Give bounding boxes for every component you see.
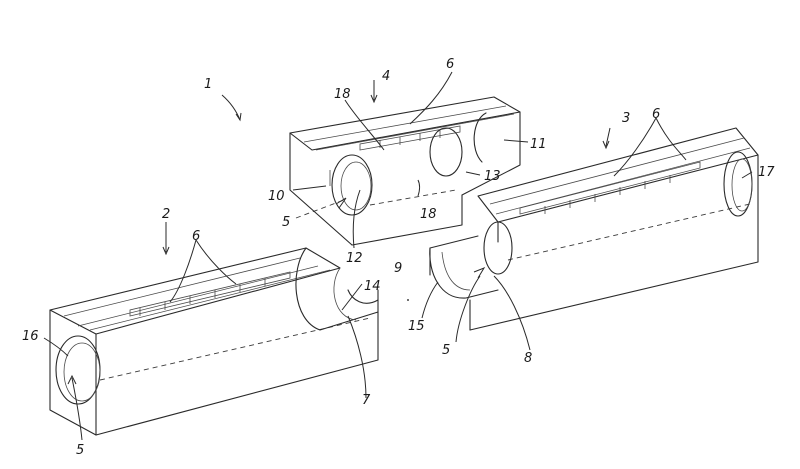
- channel-segment-2: [49, 247, 379, 436]
- label-18-mid: 18: [420, 207, 437, 222]
- label-18-top: 18: [334, 87, 351, 102]
- label-14: 14: [364, 279, 381, 294]
- label-4: 4: [382, 69, 390, 84]
- label-7: 7: [362, 393, 371, 408]
- label-6-right: 6: [652, 107, 660, 122]
- label-10: 10: [268, 189, 285, 204]
- label-11: 11: [530, 137, 547, 152]
- leader-lines: [43, 71, 753, 441]
- label-5-left: 5: [76, 443, 84, 458]
- channel-segment-4: [289, 96, 521, 246]
- reference-numerals: 1 4 6 18 3 6 11 13 17 10 18 5 12 9 2 6 1…: [22, 57, 775, 458]
- label-2: 2: [162, 207, 170, 222]
- label-12: 12: [346, 251, 363, 266]
- label-5-mid: 5: [282, 215, 290, 230]
- label-16: 16: [22, 329, 39, 344]
- label-6-left: 6: [192, 229, 200, 244]
- stray-dot: [407, 299, 409, 301]
- label-5-right: 5: [442, 343, 450, 358]
- label-9: 9: [394, 261, 402, 276]
- label-15: 15: [408, 319, 425, 334]
- label-8: 8: [524, 351, 532, 366]
- label-6-top: 6: [446, 57, 454, 72]
- label-3: 3: [622, 111, 630, 126]
- channel-segment-3: [429, 127, 759, 331]
- label-13: 13: [484, 169, 501, 184]
- label-1: 1: [204, 77, 212, 92]
- label-17: 17: [758, 165, 775, 180]
